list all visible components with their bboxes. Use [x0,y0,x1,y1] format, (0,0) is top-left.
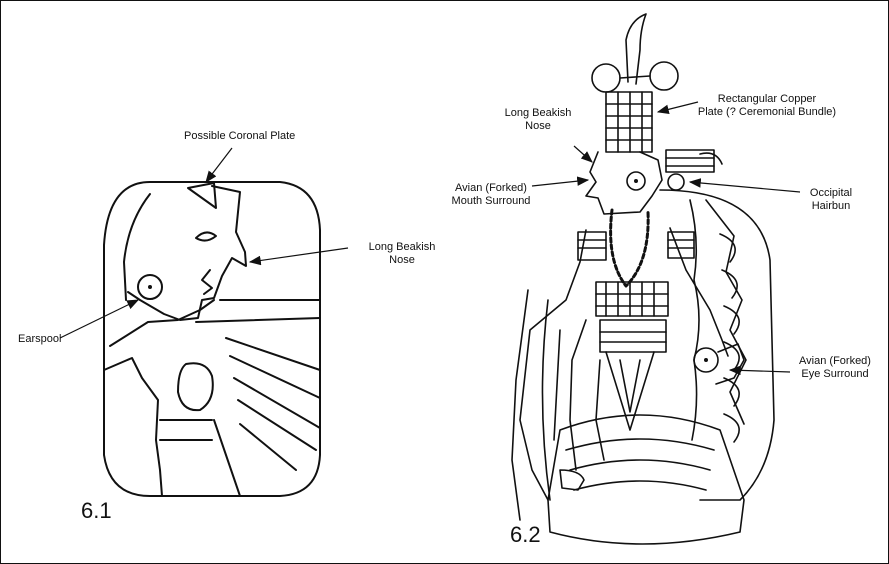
mouth-shape [202,270,212,294]
label-copper-plate-line1: Rectangular Copper [682,93,852,106]
label-earspool: Earspool [18,333,61,346]
label-coronal-plate: Possible Coronal Plate [184,130,295,143]
figure-number-6-2: 6.2 [510,522,541,548]
leader-nose-6-1 [250,248,348,262]
label-nose-6-1-line2: Nose [356,254,448,267]
label-nose-6-1-line1: Long Beakish [356,241,448,254]
label-eye-surround-line1: Avian (Forked) [790,355,880,368]
label-nose-6-1: Long Beakish Nose [356,241,448,267]
wing-back [660,190,774,500]
chest-disc [178,363,213,410]
fig-6-1-drawing [104,182,320,496]
label-eye-surround: Avian (Forked) Eye Surround [790,355,880,381]
leader-nose-6-2 [574,146,592,162]
leader-hairbun [690,182,800,192]
leader-coronal-plate [206,148,232,182]
label-mouth-surround: Avian (Forked) Mouth Surround [442,182,540,208]
arm-left [520,230,586,500]
label-hairbun-line1: Occipital [796,187,866,200]
head-back [124,194,150,300]
figure-number-6-1: 6.1 [81,498,112,524]
leader-mouth-surround [532,180,588,186]
apron-point [606,352,654,430]
label-hairbun: Occipital Hairbun [796,187,866,213]
label-mouth-surround-line2: Mouth Surround [442,195,540,208]
head-6-2 [586,152,662,214]
eye-shape [196,232,216,240]
copper-plate-shape [606,92,652,152]
plume [626,14,646,84]
gorget-outline [104,182,320,496]
label-mouth-surround-line1: Avian (Forked) [442,182,540,195]
label-nose-6-2: Long Beakish Nose [496,107,580,133]
label-hairbun-line2: Hairbun [796,200,866,213]
label-copper-plate-line2: Plate (? Ceremonial Bundle) [682,106,852,119]
leader-earspool [60,300,138,338]
necklace [611,210,649,286]
label-nose-6-2-line1: Long Beakish [496,107,580,120]
leader-eye-surround [730,370,790,372]
label-nose-6-2-line2: Nose [496,120,580,133]
label-copper-plate: Rectangular Copper Plate (? Ceremonial B… [682,93,852,119]
label-eye-surround-line2: Eye Surround [790,368,880,381]
